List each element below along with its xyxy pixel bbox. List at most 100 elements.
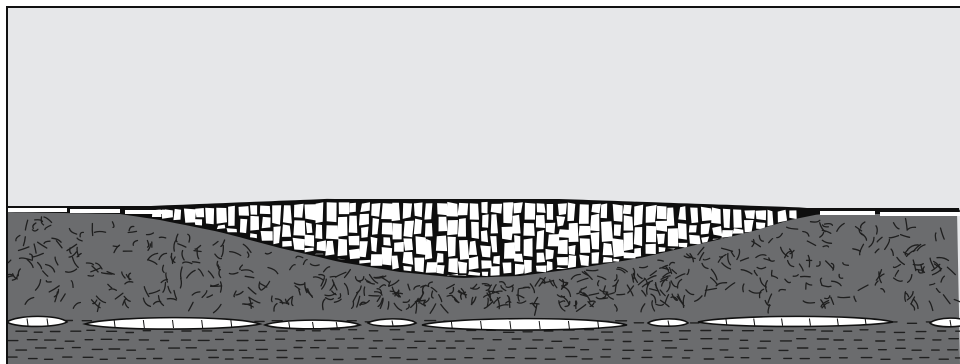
- crust-fragment: [383, 237, 390, 246]
- crust-fragment: [382, 223, 393, 235]
- crust-fragment: [184, 209, 196, 223]
- crust-fragment: [624, 232, 634, 251]
- crust-fragment: [239, 206, 250, 216]
- crust-fragment: [439, 217, 448, 232]
- crust-fragment: [579, 204, 589, 224]
- crust-fragment: [612, 238, 624, 257]
- crust-fragment: [525, 203, 536, 220]
- crust-fragment: [723, 209, 730, 228]
- crust-fragment: [491, 266, 500, 276]
- crust-fragment: [558, 229, 570, 238]
- crust-fragment: [316, 202, 324, 223]
- crust-fragment: [414, 203, 423, 218]
- crust-fragment: [667, 208, 675, 227]
- mottle-mark: [159, 237, 165, 238]
- crust-fragment: [493, 256, 500, 264]
- crust-fragment: [656, 221, 668, 232]
- crust-fragment: [403, 266, 411, 271]
- crust-fragment: [624, 215, 634, 230]
- mottle-mark: [617, 294, 625, 295]
- crust-fragment: [614, 224, 621, 236]
- crust-fragment: [514, 254, 523, 262]
- crust-fragment: [514, 235, 520, 251]
- crust-fragment: [260, 206, 271, 215]
- crust-fragment: [250, 216, 259, 231]
- crust-fragment: [458, 261, 467, 273]
- crust-fragment: [524, 260, 532, 274]
- crust-fragment: [657, 234, 665, 244]
- crust-fragment: [601, 221, 613, 242]
- mottle-mark: [587, 270, 598, 271]
- crust-fragment: [590, 214, 599, 232]
- crust-fragment: [349, 203, 356, 213]
- crust-fragment: [305, 204, 317, 220]
- white-lens: [7, 316, 67, 326]
- crust-fragment: [250, 205, 257, 215]
- crust-fragment: [722, 230, 734, 238]
- crust-fragment: [317, 240, 326, 251]
- crust-fragment: [536, 215, 545, 228]
- crust-fragment: [414, 219, 422, 235]
- crust-fragment: [569, 223, 579, 242]
- crust-fragment: [282, 224, 291, 237]
- crust-fragment: [392, 203, 401, 221]
- mottle-mark: [272, 296, 273, 302]
- crust-fragment: [502, 227, 514, 241]
- crust-fragment: [282, 241, 292, 247]
- crust-fragment: [481, 260, 492, 268]
- crust-fragment: [382, 247, 392, 265]
- crust-fragment: [546, 223, 556, 234]
- crust-fragment: [558, 240, 568, 254]
- crust-fragment: [558, 203, 567, 215]
- crust-fragment: [580, 238, 590, 253]
- crust-fragment: [548, 234, 560, 246]
- crust-fragment: [240, 219, 247, 233]
- crust-fragment: [668, 228, 678, 246]
- surface-strip: [880, 212, 960, 216]
- crust-fragment: [392, 223, 401, 239]
- crust-fragment: [657, 206, 667, 219]
- crust-fragment: [659, 247, 666, 252]
- crust-fragment: [601, 203, 608, 218]
- crust-fragment: [436, 265, 444, 274]
- crust-fragment: [646, 205, 657, 223]
- crust-fragment: [503, 202, 513, 223]
- crust-fragment: [338, 239, 348, 256]
- crust-fragment: [381, 203, 393, 219]
- crust-fragment: [592, 252, 600, 264]
- crust-fragment: [733, 209, 742, 227]
- surface-strip: [820, 211, 875, 215]
- crust-fragment: [756, 210, 767, 220]
- crust-fragment: [371, 254, 382, 266]
- crust-fragment: [403, 238, 413, 250]
- mottle-mark: [88, 275, 93, 276]
- mottle-mark: [113, 246, 119, 247]
- crust-fragment: [436, 253, 443, 263]
- frame-contents: [2, 7, 960, 364]
- crust-fragment: [371, 203, 380, 217]
- surface-strip: [70, 209, 120, 213]
- crust-fragment: [371, 237, 378, 252]
- crust-fragment: [261, 231, 273, 241]
- crust-fragment: [523, 223, 534, 236]
- crust-fragment: [458, 203, 469, 216]
- crust-fragment: [458, 218, 466, 237]
- crust-fragment: [711, 207, 721, 224]
- crust-fragment: [425, 223, 433, 237]
- crust-fragment: [469, 256, 479, 270]
- crust-fragment: [547, 204, 553, 220]
- crust-fragment: [195, 208, 204, 217]
- crust-fragment: [778, 210, 787, 223]
- crust-fragment: [349, 249, 360, 260]
- crust-fragment: [272, 205, 281, 225]
- crust-fragment: [205, 208, 214, 225]
- crust-fragment: [481, 230, 488, 242]
- crust-fragment: [482, 214, 489, 227]
- crust-fragment: [194, 219, 202, 225]
- crust-fragment: [537, 203, 546, 213]
- crust-fragment: [471, 222, 479, 239]
- mottle-mark: [364, 287, 365, 295]
- crust-fragment: [262, 217, 271, 228]
- surface-strip: [7, 208, 67, 212]
- crust-fragment: [448, 237, 456, 257]
